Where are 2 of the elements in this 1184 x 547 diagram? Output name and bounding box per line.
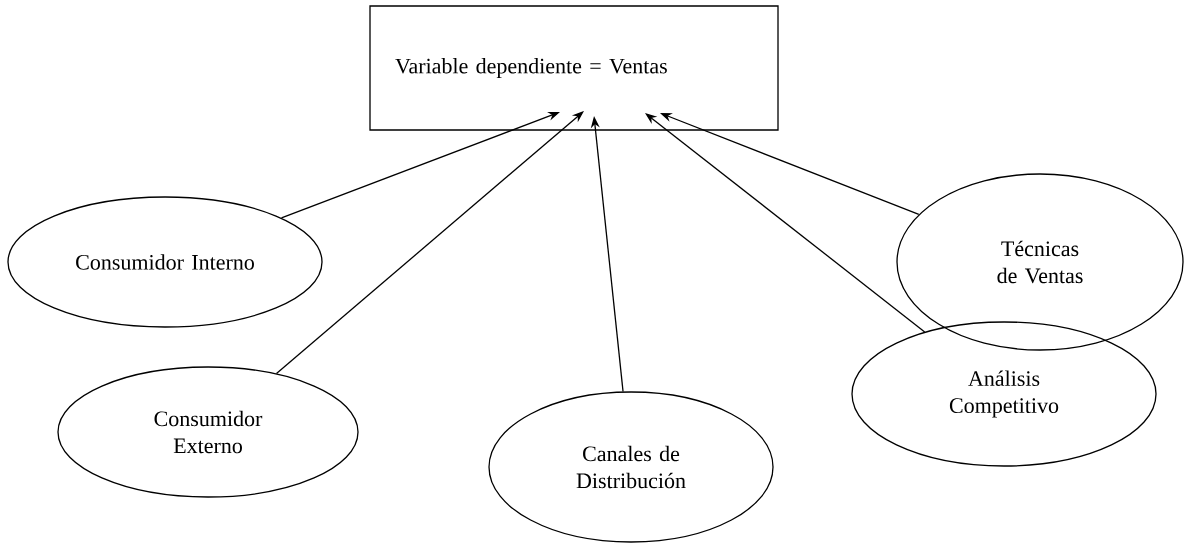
- arrow: [275, 111, 584, 375]
- variable-box: Variable dependiente = Ventas: [369, 5, 779, 131]
